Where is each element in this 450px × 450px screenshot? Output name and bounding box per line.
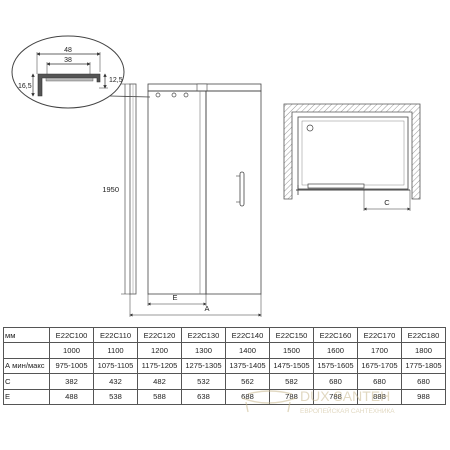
table-cell: 680	[313, 373, 358, 390]
table-cell: 1300	[181, 342, 226, 359]
model-header: E22C130	[181, 326, 226, 344]
sliding-door	[205, 90, 262, 295]
table-cell: 688	[225, 388, 270, 405]
table-cell: 988	[401, 388, 446, 405]
clearance-label: C	[384, 198, 390, 207]
table-cell: 1200	[137, 342, 182, 359]
model-header: E22C150	[269, 326, 314, 344]
table-row: 1000 1100 1200 1300 1400 1500 1600 1700 …	[3, 342, 446, 359]
table-cell: 1375-1405	[225, 357, 270, 375]
table-cell: 788	[313, 388, 358, 405]
table-cell: 1675-1705	[357, 357, 402, 375]
model-header: E22C100	[49, 326, 94, 344]
table-cell: 562	[225, 373, 270, 390]
table-cell: 1275-1305	[181, 357, 226, 375]
plan-walls	[283, 103, 421, 200]
table-cell: 582	[269, 373, 314, 390]
table-cell: 532	[181, 373, 226, 390]
spec-table: мм E22C100 E22C110 E22C120 E22C130 E22C1…	[3, 326, 446, 405]
table-header-row: мм E22C100 E22C110 E22C120 E22C130 E22C1…	[3, 326, 446, 344]
door-handle	[239, 171, 245, 207]
roller-3	[183, 92, 189, 98]
table-cell: 1175-1205	[137, 357, 182, 375]
table-cell: 680	[401, 373, 446, 390]
table-cell: 1500	[269, 342, 314, 359]
drain	[306, 124, 314, 132]
detail-ellipse	[11, 35, 125, 109]
roller-2	[171, 92, 177, 98]
table-row: А мин/макс 975-1005 1075-1105 1175-1205 …	[3, 357, 446, 375]
table-cell: 1575-1605	[313, 357, 358, 375]
table-cell: 1075-1105	[93, 357, 138, 375]
table-row: E 488 538 588 638 688 788 788 888 988	[3, 388, 446, 405]
row-label: А мин/макс	[3, 357, 50, 375]
model-header: E22C170	[357, 326, 402, 344]
profile-shape	[37, 73, 101, 97]
table-cell: 638	[181, 388, 226, 405]
profile-detail: 48 38 16,5 12,5	[11, 35, 151, 109]
table-cell: 1475-1505	[269, 357, 314, 375]
plan-view: C	[283, 103, 421, 211]
opening-label: E	[172, 293, 177, 302]
table-cell: 1800	[401, 342, 446, 359]
dim-48-label: 48	[64, 47, 72, 54]
dim-12-5-label: 12,5	[109, 77, 123, 84]
table-cell: 888	[357, 388, 402, 405]
row-label: C	[3, 373, 50, 390]
height-label: 1950	[102, 185, 119, 194]
table-cell: 1700	[357, 342, 402, 359]
table-cell: 538	[93, 388, 138, 405]
shower-tray	[297, 116, 409, 190]
roller-1	[155, 92, 161, 98]
model-header: E22C140	[225, 326, 270, 344]
table-cell: 680	[357, 373, 402, 390]
width-label: A	[204, 304, 209, 313]
plan-sliding-door	[307, 183, 365, 189]
table-cell: 1100	[93, 342, 138, 359]
model-header: E22C120	[137, 326, 182, 344]
table-cell: 488	[49, 388, 94, 405]
table-cell: 975-1005	[49, 357, 94, 375]
dim-38-label: 38	[64, 57, 72, 64]
table-cell: 432	[93, 373, 138, 390]
front-elevation: 1950 E A	[102, 83, 262, 317]
table-row: C 382 432 482 532 562 582 680 680 680	[3, 373, 446, 390]
table-cell: 382	[49, 373, 94, 390]
table-cell: 588	[137, 388, 182, 405]
table-cell: 1600	[313, 342, 358, 359]
table-cell: 482	[137, 373, 182, 390]
row-label	[3, 342, 50, 359]
fixed-panel	[147, 90, 207, 295]
model-header: E22C160	[313, 326, 358, 344]
table-cell: 1000	[49, 342, 94, 359]
table-cell: 1400	[225, 342, 270, 359]
model-header: E22C180	[401, 326, 446, 344]
row-label: E	[3, 388, 50, 405]
table-cell: 1775-1805	[401, 357, 446, 375]
table-cell: 788	[269, 388, 314, 405]
unit-header: мм	[3, 326, 50, 344]
model-header: E22C110	[93, 326, 138, 344]
dim-16-5-label: 16,5	[18, 83, 32, 90]
